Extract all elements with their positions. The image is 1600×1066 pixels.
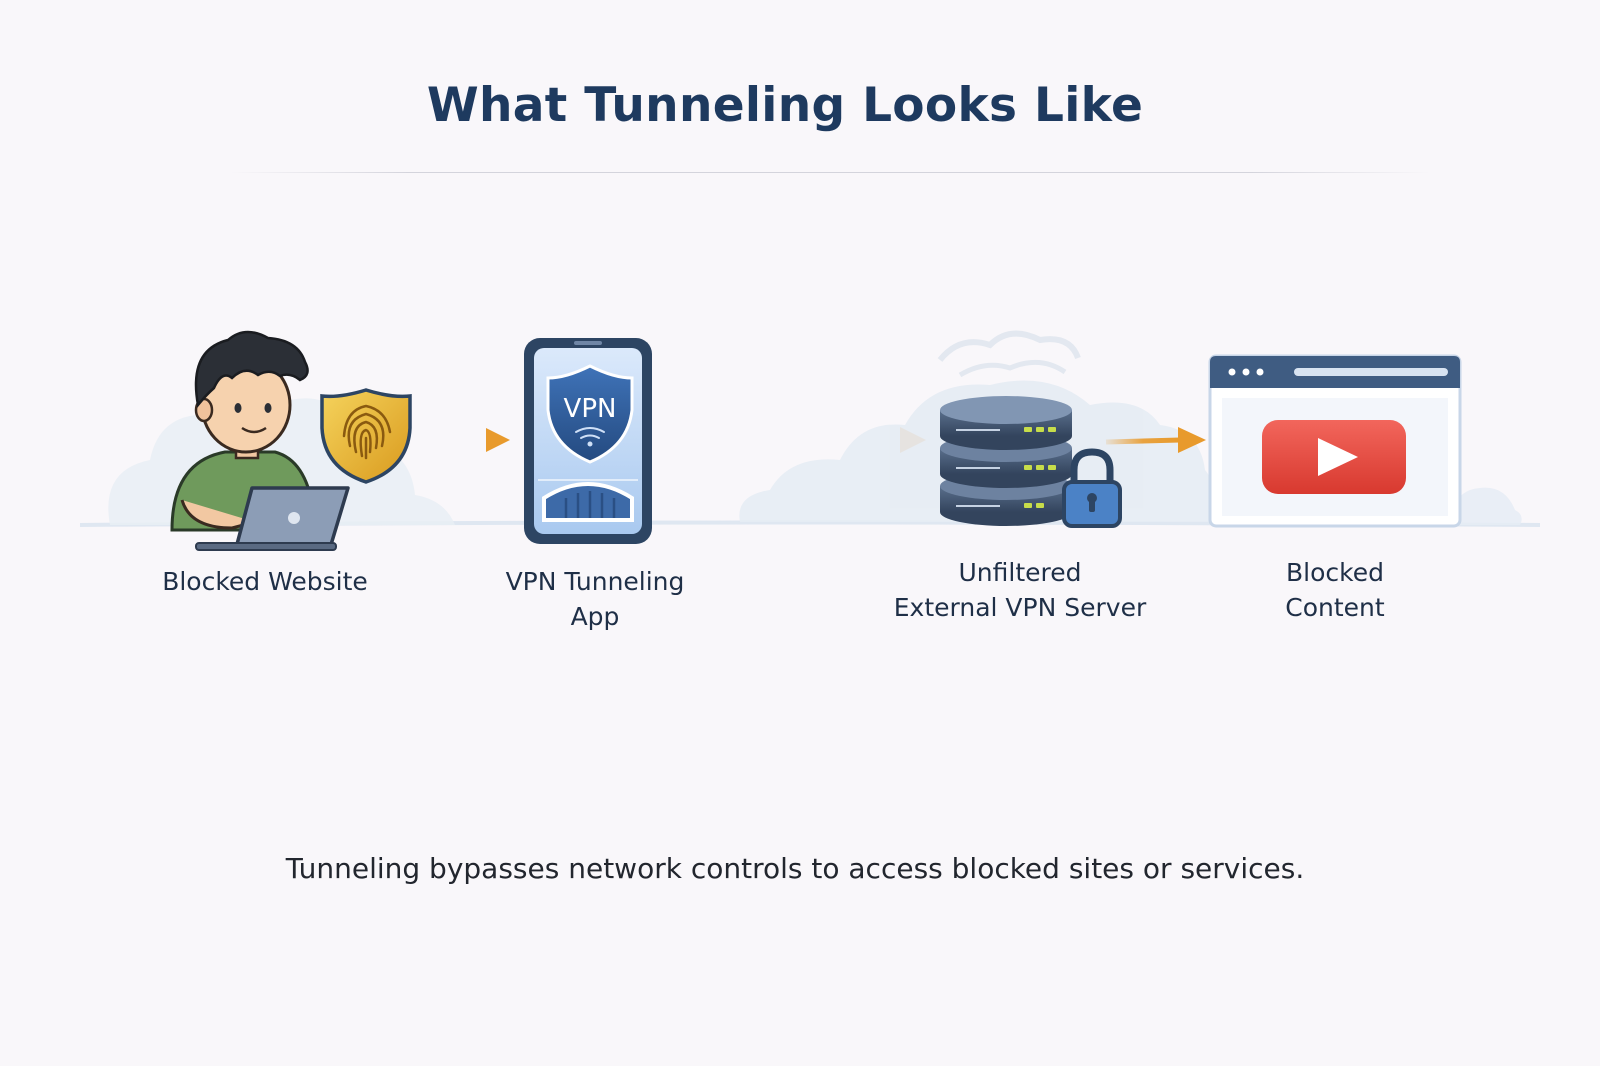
title-divider <box>230 172 1430 173</box>
page-title: What Tunneling Looks Like <box>426 78 1144 133</box>
node-label-line: Blocked <box>1286 558 1384 587</box>
laptop-icon <box>195 486 350 551</box>
node-label-user: Blocked Website <box>125 564 405 599</box>
cloud-icon <box>1450 487 1522 525</box>
flow-arrow-1 <box>424 428 510 452</box>
vpn-badge-text: VPN <box>564 394 617 424</box>
padlock-icon <box>1062 448 1122 528</box>
node-label-line: VPN Tunneling <box>505 567 685 596</box>
node-label-line: External VPN Server <box>893 593 1147 622</box>
node-label-app: VPN Tunneling App <box>445 564 745 634</box>
server-stack-icon <box>940 396 1072 526</box>
fingerprint-shield-icon <box>320 388 412 484</box>
node-label-server: Unfiltered External VPN Server <box>860 555 1180 625</box>
vpn-shield-icon: VPN <box>546 364 634 464</box>
node-label-line: App <box>570 602 620 631</box>
diagram-caption: Tunneling bypasses network controls to a… <box>285 852 1305 885</box>
play-button-icon <box>1262 420 1406 494</box>
node-label-line: Blocked Website <box>162 567 368 596</box>
person-icon <box>170 330 317 532</box>
node-label-line: Unfiltered <box>958 558 1082 587</box>
node-label-line: Content <box>1285 593 1385 622</box>
flow-arrow-3 <box>1105 427 1206 453</box>
node-label-content: Blocked Content <box>1220 555 1450 625</box>
